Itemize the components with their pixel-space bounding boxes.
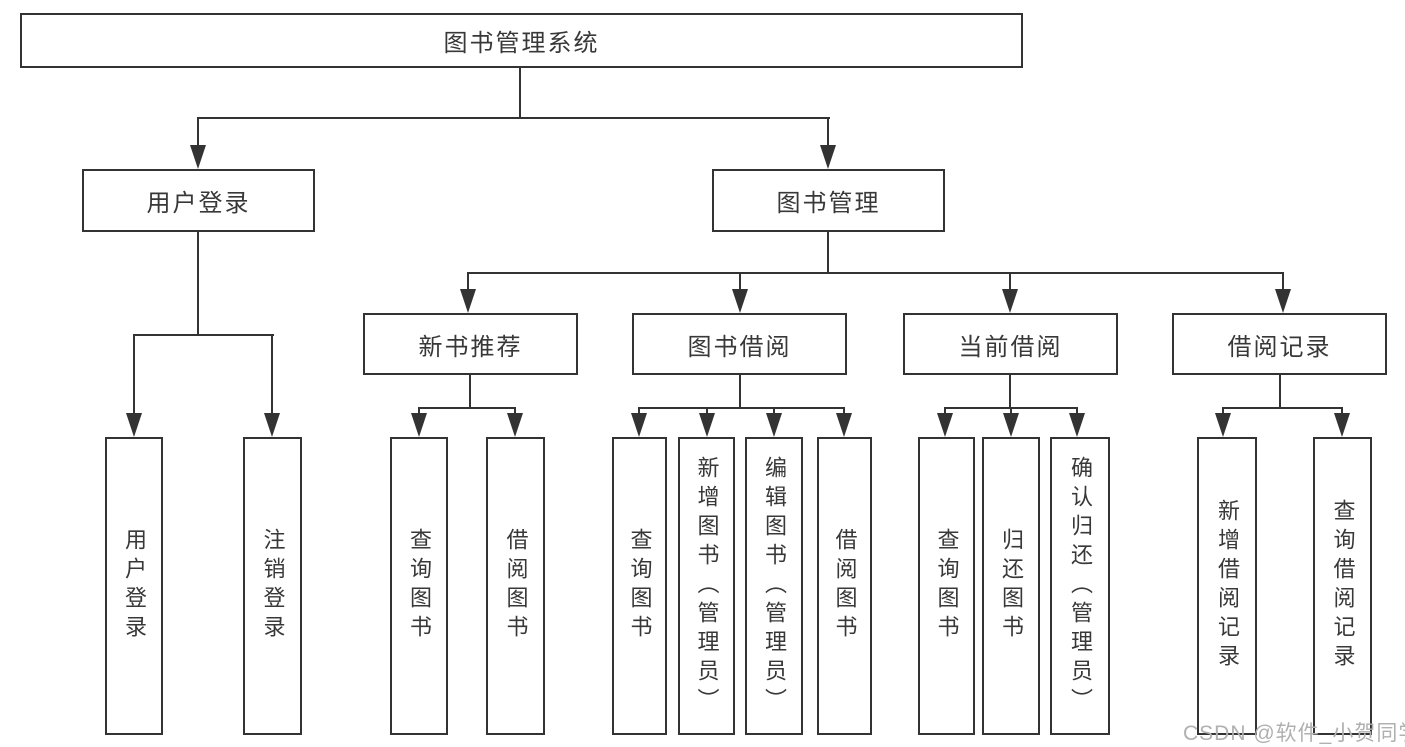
connector-line — [739, 375, 741, 408]
connector-line — [739, 274, 741, 290]
arrow-down-icon — [937, 413, 953, 437]
leaf-add-book-admin-label: 新增图书（管理员） — [694, 455, 720, 717]
connector-line — [519, 68, 521, 118]
arrow-down-icon — [264, 413, 280, 437]
leaf-query-books-1-label: 查询图书 — [407, 528, 432, 644]
arrow-down-icon — [699, 413, 715, 437]
leaf-query-books-3: 查询图书 — [918, 437, 975, 735]
connector-line — [1341, 409, 1343, 414]
leaf-return-books-label: 归还图书 — [999, 528, 1024, 644]
arrow-down-icon — [766, 413, 782, 437]
connector-line — [1222, 409, 1224, 414]
node-book-management-label: 图书管理 — [776, 190, 881, 217]
leaf-query-books-2: 查询图书 — [612, 437, 667, 735]
arrow-down-icon — [460, 289, 476, 313]
leaf-logout: 注销登录 — [243, 437, 302, 735]
connector-line — [197, 232, 199, 335]
connector-line — [1010, 409, 1012, 414]
connector-line — [827, 232, 829, 273]
connector-line — [1222, 407, 1343, 409]
leaf-query-borrow-record: 查询借阅记录 — [1313, 437, 1372, 735]
connector-line — [843, 409, 845, 414]
leaf-borrow-books-2: 借阅图书 — [817, 437, 872, 735]
connector-line — [469, 375, 471, 408]
node-borrow-records-label: 借阅记录 — [1227, 333, 1332, 361]
connector-line — [467, 274, 469, 290]
leaf-query-books-3-label: 查询图书 — [934, 528, 960, 644]
arrow-down-icon — [1003, 413, 1019, 437]
node-borrow-records: 借阅记录 — [1172, 313, 1387, 375]
leaf-return-books: 归还图书 — [982, 437, 1040, 735]
leaf-query-books-2-label: 查询图书 — [627, 528, 653, 644]
csdn-watermark: CSDN @软件_小贺同学 — [1183, 722, 1405, 745]
node-book-borrow: 图书借阅 — [632, 313, 847, 375]
connector-line — [944, 409, 946, 414]
arrow-down-icon — [1215, 413, 1231, 437]
leaf-user-login: 用户登录 — [105, 437, 163, 735]
connector-line — [944, 407, 1078, 409]
arrow-down-icon — [1069, 413, 1085, 437]
arrow-down-icon — [1002, 289, 1018, 313]
leaf-edit-book-admin-label: 编辑图书（管理员） — [762, 455, 787, 717]
connector-line — [418, 407, 516, 409]
leaf-borrow-books-2-label: 借阅图书 — [832, 528, 858, 644]
node-root: 图书管理系统 — [20, 13, 1023, 68]
connector-line — [1279, 375, 1281, 408]
leaf-query-books-1: 查询图书 — [390, 437, 448, 735]
leaf-add-book-admin: 新增图书（管理员） — [678, 437, 735, 735]
leaf-user-login-label: 用户登录 — [122, 528, 147, 644]
connector-line — [418, 409, 420, 414]
leaf-borrow-books-1: 借阅图书 — [486, 437, 545, 735]
connector-line — [638, 407, 845, 409]
arrow-down-icon — [820, 145, 836, 169]
leaf-edit-book-admin: 编辑图书（管理员） — [745, 437, 803, 735]
connector-line — [706, 409, 708, 414]
arrow-down-icon — [507, 413, 523, 437]
connector-line — [133, 336, 135, 414]
connector-line — [1282, 274, 1284, 290]
leaf-borrow-books-1-label: 借阅图书 — [503, 528, 529, 644]
arrow-down-icon — [1334, 413, 1350, 437]
node-current-borrow: 当前借阅 — [903, 313, 1118, 375]
connector-line — [1076, 409, 1078, 414]
leaf-confirm-return-admin-label: 确认归还（管理员） — [1068, 455, 1093, 717]
node-current-borrow-label: 当前借阅 — [958, 333, 1063, 361]
connector-line — [773, 409, 775, 414]
connector-line — [514, 409, 516, 414]
leaf-query-borrow-record-label: 查询借阅记录 — [1330, 499, 1356, 673]
connector-line — [271, 336, 273, 414]
connector-line — [638, 409, 640, 414]
leaf-add-borrow-record: 新增借阅记录 — [1197, 437, 1257, 735]
connector-line — [467, 272, 1284, 274]
connector-line — [197, 117, 830, 119]
node-root-label: 图书管理系统 — [443, 30, 600, 57]
node-new-book-recommend-label: 新书推荐 — [418, 333, 523, 361]
connector-line — [133, 334, 274, 336]
leaf-add-borrow-record-label: 新增借阅记录 — [1215, 499, 1240, 673]
leaf-confirm-return-admin: 确认归还（管理员） — [1050, 437, 1110, 735]
arrow-down-icon — [1275, 289, 1291, 313]
node-new-book-recommend: 新书推荐 — [363, 313, 578, 375]
arrow-down-icon — [631, 413, 647, 437]
arrow-down-icon — [732, 289, 748, 313]
connector-line — [197, 118, 199, 146]
arrow-down-icon — [411, 413, 427, 437]
node-user-login: 用户登录 — [82, 169, 315, 232]
arrow-down-icon — [190, 145, 206, 169]
node-user-login-label: 用户登录 — [146, 190, 251, 217]
arrow-down-icon — [836, 413, 852, 437]
arrow-down-icon — [126, 413, 142, 437]
connector-line — [1009, 375, 1011, 408]
leaf-logout-label: 注销登录 — [260, 528, 286, 644]
node-book-management: 图书管理 — [712, 169, 945, 232]
connector-line — [1009, 274, 1011, 290]
node-book-borrow-label: 图书借阅 — [687, 333, 792, 361]
connector-line — [827, 118, 829, 146]
